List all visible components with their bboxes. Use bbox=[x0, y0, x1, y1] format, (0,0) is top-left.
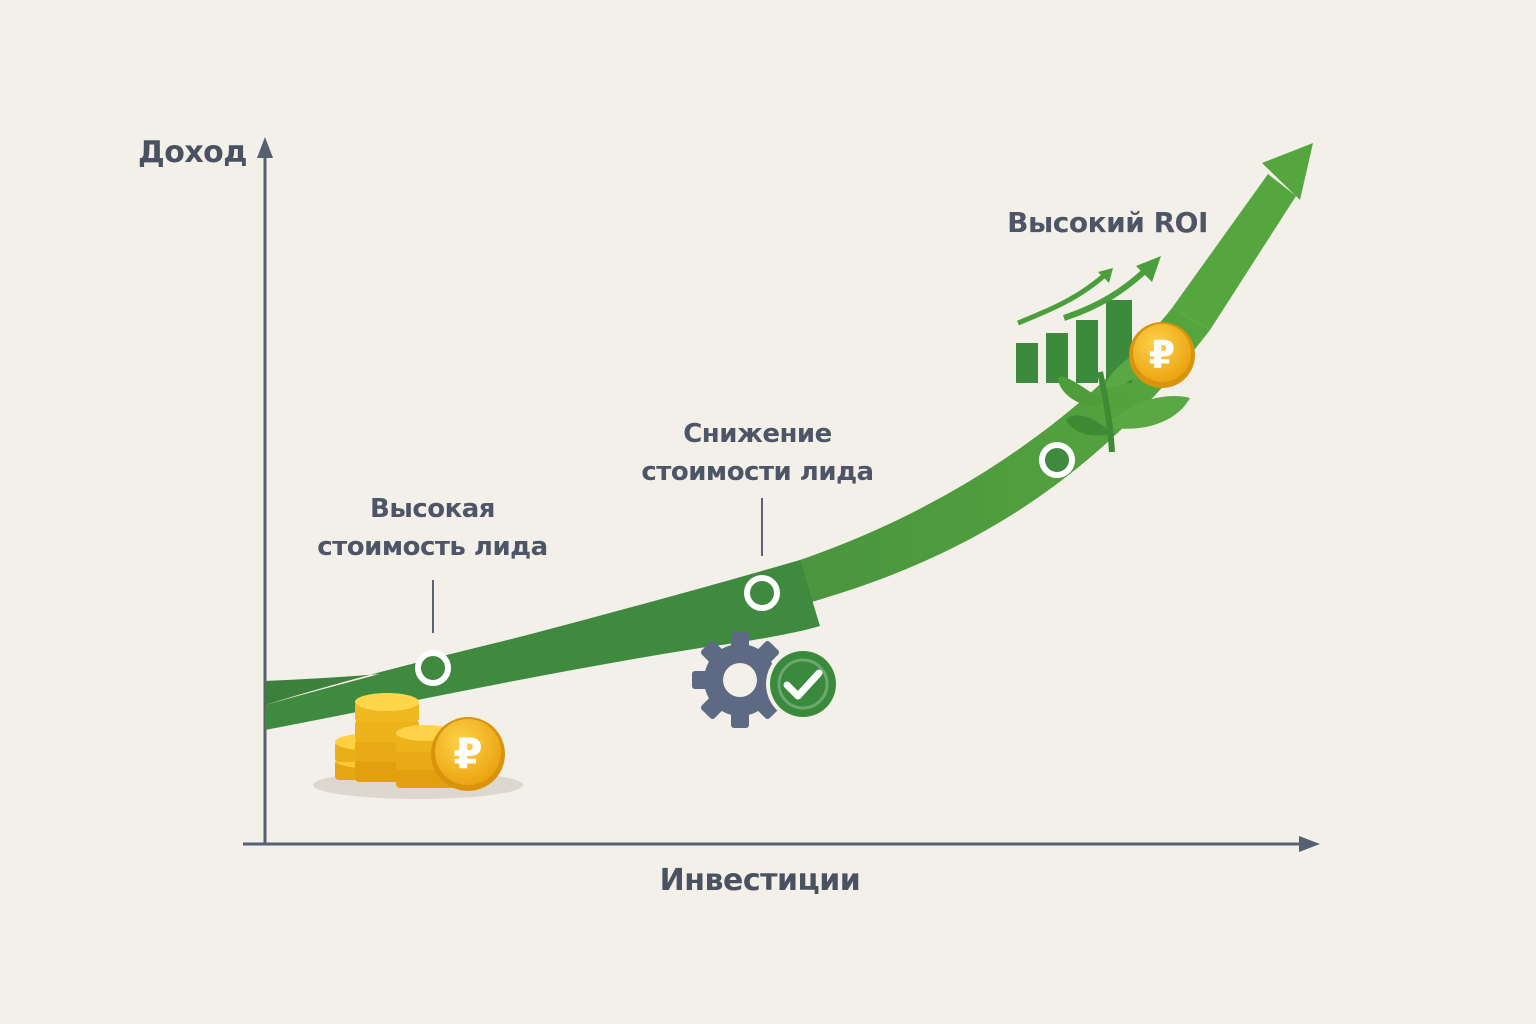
growth-chart-plant-ruble-icon: ₽ bbox=[1016, 256, 1195, 453]
y-axis-arrowhead bbox=[257, 137, 273, 158]
growth-curve-tail bbox=[1172, 174, 1296, 330]
marker-high-cost bbox=[415, 650, 451, 686]
growth-curve-band bbox=[265, 308, 1210, 705]
milestone-label-line1: Высокая bbox=[370, 494, 496, 524]
growth-curve-arrowhead bbox=[1262, 143, 1313, 200]
gear-check-icon bbox=[692, 632, 840, 728]
svg-text:₽: ₽ bbox=[453, 729, 482, 778]
milestone-label-line2: стоимость лида bbox=[317, 532, 548, 562]
trend-arrow-small bbox=[1017, 270, 1110, 326]
milestone-label-line2: стоимости лида bbox=[641, 457, 874, 487]
gear-icon bbox=[692, 632, 788, 728]
ruble-coin-icon: ₽ bbox=[431, 717, 505, 791]
coin-stack-middle bbox=[355, 693, 419, 782]
coin-stack-ruble-icon: ₽ bbox=[313, 693, 523, 799]
x-axis-arrowhead bbox=[1299, 836, 1320, 852]
svg-text:₽: ₽ bbox=[1149, 333, 1175, 377]
x-axis-label: Инвестиции bbox=[659, 863, 861, 898]
milestone-markers bbox=[415, 442, 1075, 686]
growth-curve-lower-fill bbox=[265, 560, 820, 730]
y-axis-label: Доход bbox=[138, 135, 248, 170]
milestone-label-high-cost: Высокая стоимость лида bbox=[300, 490, 565, 566]
growth-curve bbox=[265, 143, 1313, 730]
milestone-label-line1: Высокий ROI bbox=[1007, 206, 1208, 239]
ruble-coin-icon-small: ₽ bbox=[1129, 322, 1195, 388]
trend-arrow-large bbox=[1063, 265, 1151, 321]
marker-high-roi bbox=[1039, 442, 1075, 478]
milestone-label-line1: Снижение bbox=[683, 419, 832, 449]
check-circle-icon bbox=[766, 647, 840, 721]
milestone-label-high-roi: Высокий ROI bbox=[990, 204, 1225, 242]
milestone-label-cost-reduction: Снижение стоимости лида bbox=[630, 415, 885, 491]
marker-cost-reduction bbox=[744, 575, 780, 611]
